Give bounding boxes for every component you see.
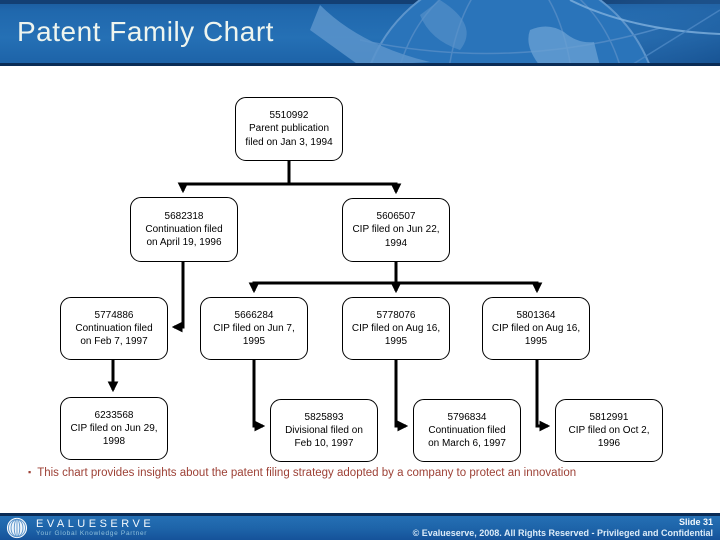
patent-node-5606507: 5606507 CIP filed on Jun 22, 1994 <box>342 198 450 262</box>
evalueserve-emblem-icon <box>6 517 28 539</box>
patent-desc-line: 1995 <box>384 336 408 348</box>
patent-number: 5812991 <box>589 411 629 423</box>
patent-node-5778076: 5778076 CIP filed on Aug 16, 1995 <box>342 297 450 360</box>
patent-node-6233568: 6233568 CIP filed on Jun 29, 1998 <box>60 397 168 460</box>
patent-desc-line: Parent publication <box>248 123 330 135</box>
footer-right: Slide 31 © Evalueserve, 2008. All Rights… <box>413 517 713 540</box>
patent-number: 5606507 <box>376 211 416 223</box>
patent-node-5825893: 5825893 Divisional filed on Feb 10, 1997 <box>270 399 378 462</box>
patent-desc-line: CIP filed on Jun 7, <box>213 322 295 334</box>
patent-number: 5825893 <box>304 411 344 423</box>
brand-name: EVALUESERVE <box>36 518 155 531</box>
brand-tagline: Your Global Knowledge Partner <box>36 530 148 538</box>
patent-desc-line: 1995 <box>242 336 266 348</box>
copyright-text: © Evalueserve, 2008. All Rights Reserved… <box>412 528 713 539</box>
patent-node-5812991: 5812991 CIP filed on Oct 2, 1996 <box>555 399 663 462</box>
patent-desc-line: CIP filed on Jun 29, <box>70 422 158 434</box>
patent-number: 5510992 <box>269 110 309 122</box>
footer-bar: EVALUESERVE Your Global Knowledge Partne… <box>0 513 720 540</box>
insight-note: ▪ This chart provides insights about the … <box>28 467 700 479</box>
globe-graphic <box>310 0 720 63</box>
slide-number: Slide 31 <box>678 517 713 527</box>
patent-desc-line: Continuation filed <box>75 322 153 334</box>
patent-desc-line: filed on Jan 3, 1994 <box>245 136 333 148</box>
bullet-icon: ▪ <box>28 467 32 477</box>
patent-desc-line: on March 6, 1997 <box>428 438 506 450</box>
header-top-strip <box>0 0 720 4</box>
patent-number: 5666284 <box>234 309 274 321</box>
patent-desc-line: on April 19, 1996 <box>146 237 222 249</box>
patent-node-5774886: 5774886 Continuation filed on Feb 7, 199… <box>60 297 168 360</box>
evalueserve-logo: EVALUESERVE Your Global Knowledge Partne… <box>6 517 154 539</box>
patent-desc-line: CIP filed on Aug 16, <box>351 322 441 334</box>
patent-family-diagram: 5510992 Parent publication filed on Jan … <box>0 69 720 469</box>
patent-node-5682318: 5682318 Continuation filed on April 19, … <box>130 197 238 262</box>
patent-desc-line: CIP filed on Oct 2, <box>568 424 650 436</box>
patent-number: 5682318 <box>164 210 204 222</box>
page-title: Patent Family Chart <box>17 16 274 47</box>
patent-number: 5774886 <box>94 309 134 321</box>
patent-node-5801364: 5801364 CIP filed on Aug 16, 1995 <box>482 297 590 360</box>
patent-desc-line: Continuation filed <box>145 223 223 235</box>
patent-desc-line: 1996 <box>597 438 621 450</box>
patent-number: 5801364 <box>516 309 556 321</box>
patent-desc-line: CIP filed on Jun 22, <box>352 224 440 236</box>
patent-node-5510992: 5510992 Parent publication filed on Jan … <box>235 97 343 161</box>
patent-number: 5796834 <box>447 411 487 423</box>
patent-node-5796834: 5796834 Continuation filed on March 6, 1… <box>413 399 521 462</box>
header-banner: Patent Family Chart <box>0 0 720 66</box>
patent-desc-line: Feb 10, 1997 <box>294 438 354 450</box>
patent-desc-line: on Feb 7, 1997 <box>80 336 148 348</box>
brand-text: EVALUESERVE Your Global Knowledge Partne… <box>36 518 154 537</box>
patent-desc-line: Continuation filed <box>428 424 506 436</box>
patent-desc-line: Divisional filed on <box>285 424 363 436</box>
patent-number: 5778076 <box>376 309 416 321</box>
patent-desc-line: CIP filed on Aug 16, <box>491 322 581 334</box>
insight-note-text: This chart provides insights about the p… <box>37 467 577 479</box>
patent-desc-line: 1995 <box>524 336 548 348</box>
patent-desc-line: 1994 <box>384 237 408 249</box>
patent-node-5666284: 5666284 CIP filed on Jun 7, 1995 <box>200 297 308 360</box>
patent-number: 6233568 <box>94 409 134 421</box>
patent-desc-line: 1998 <box>102 436 126 448</box>
